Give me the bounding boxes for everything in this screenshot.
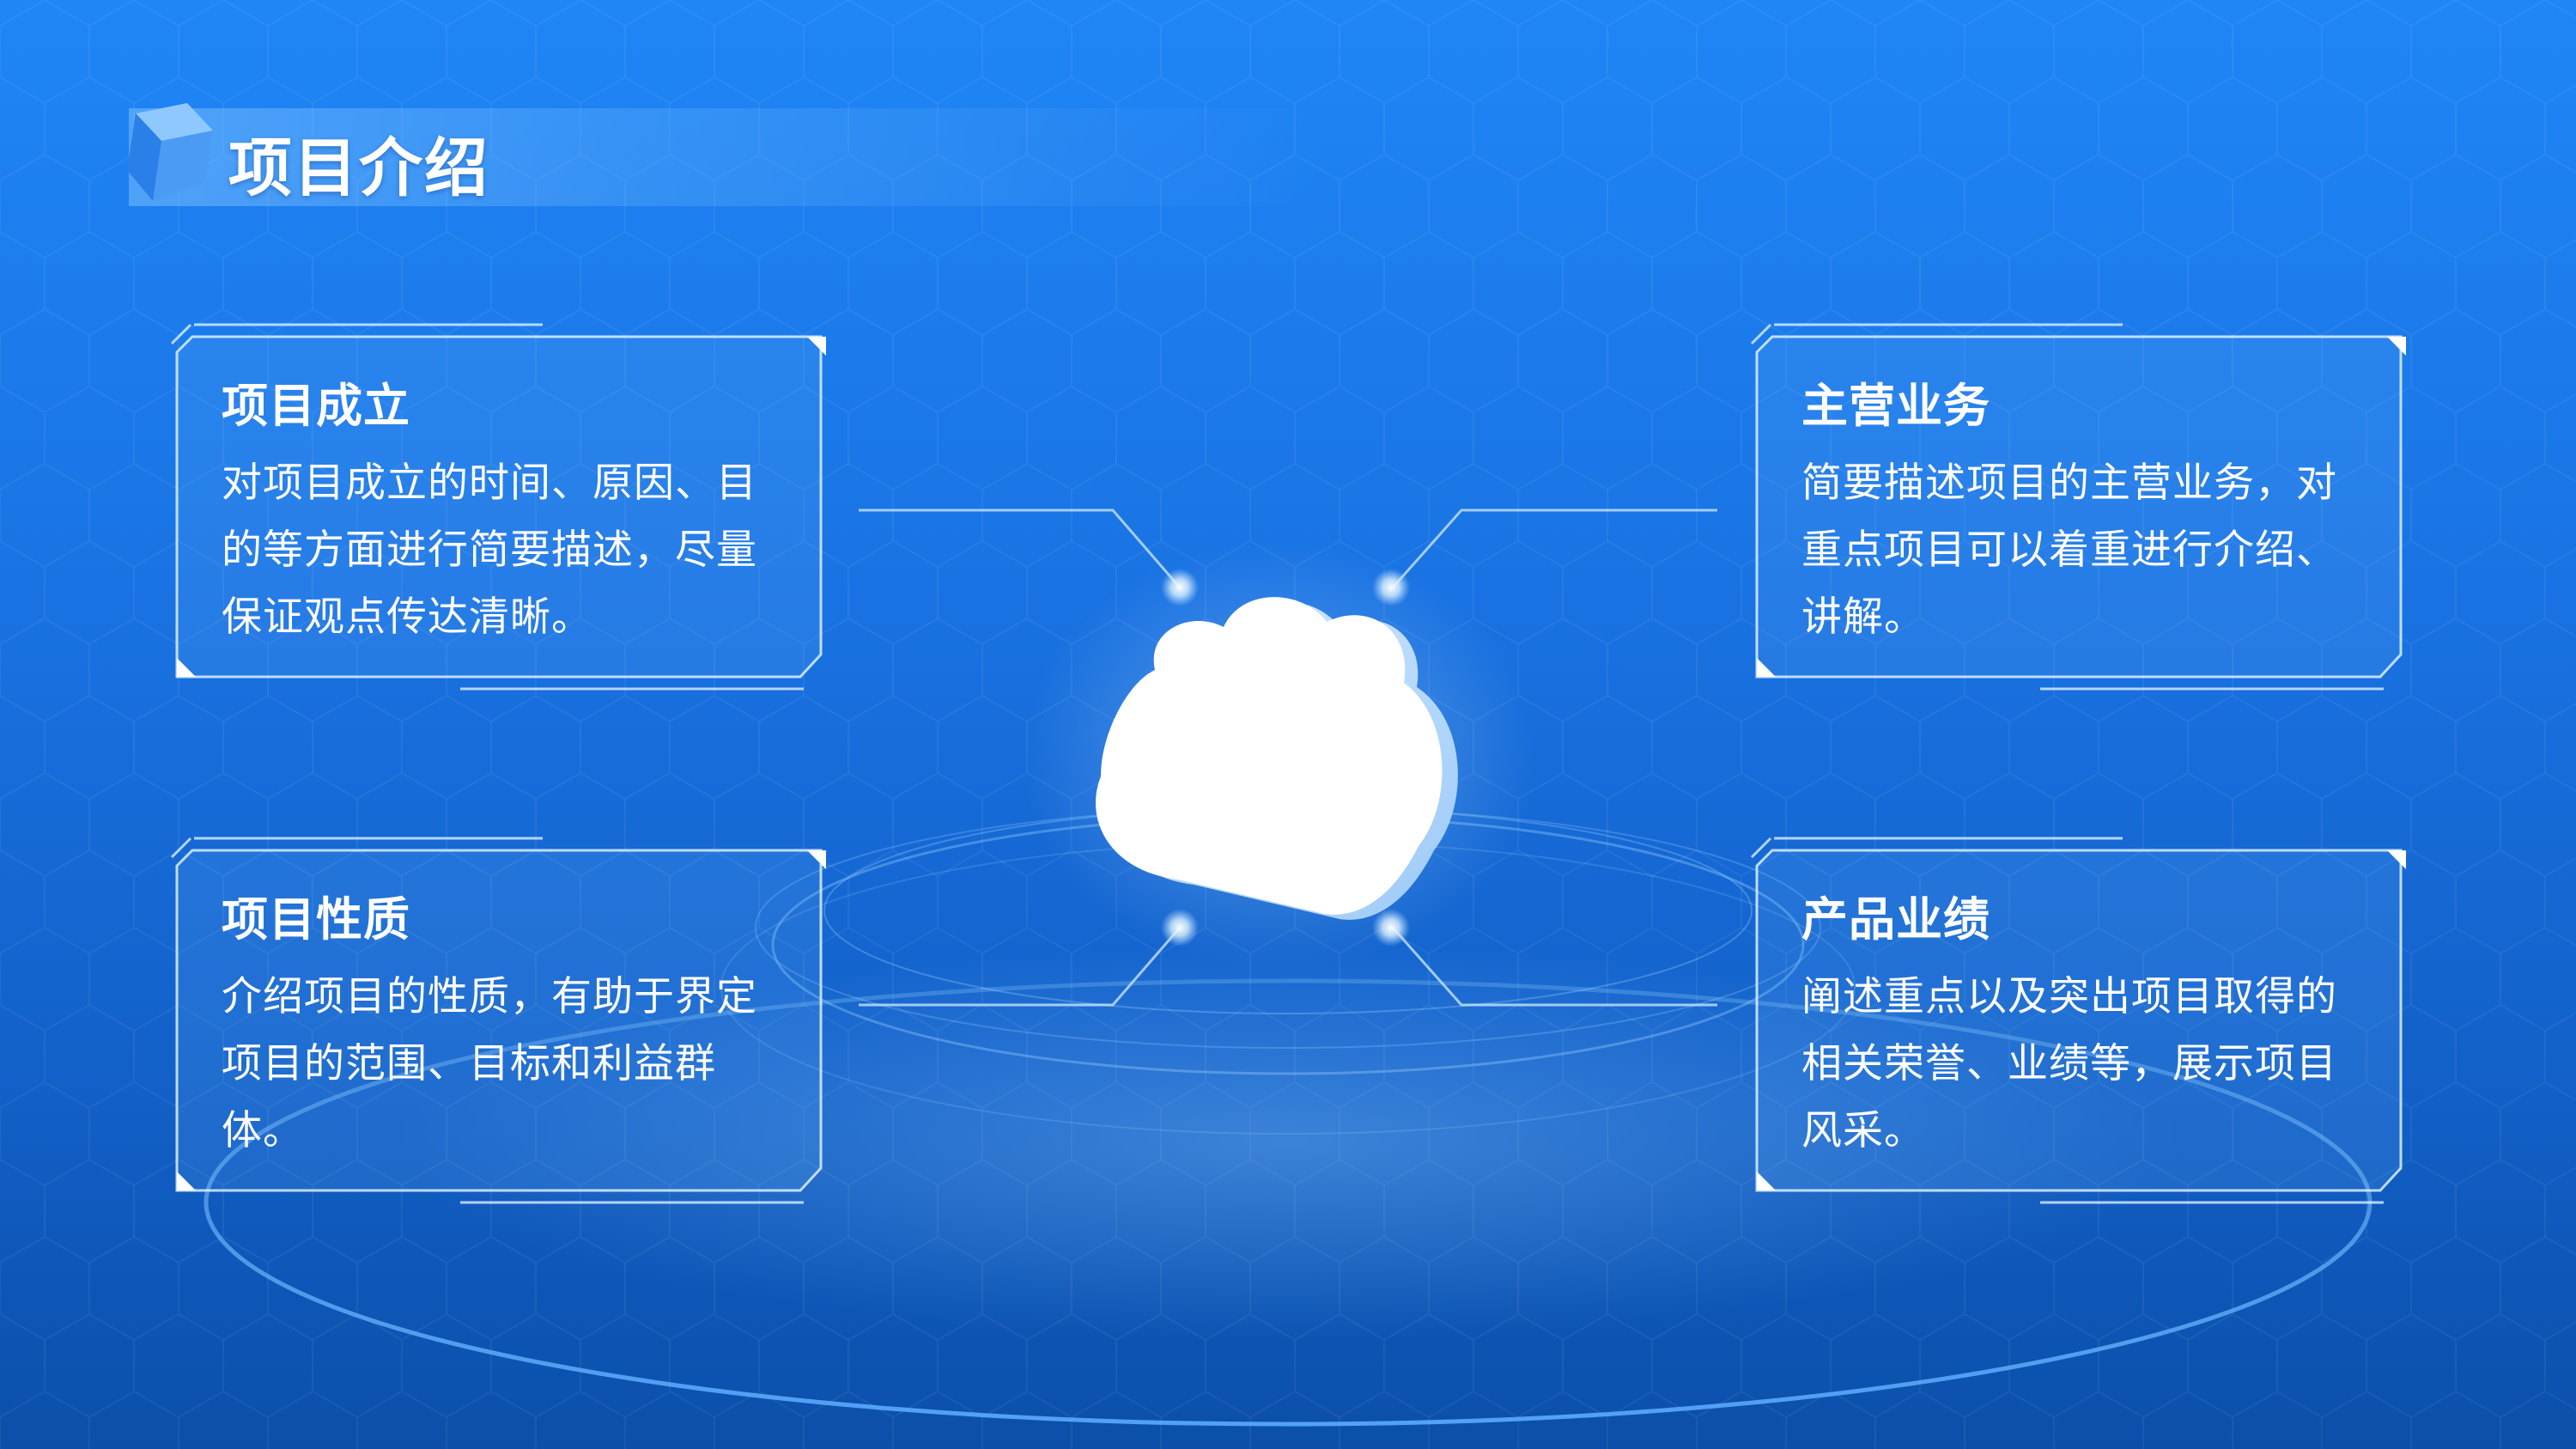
card-frame (170, 323, 826, 691)
card-description: 阐述重点以及突出项目取得的相关荣誉、业绩等，展示项目风采。 (1801, 973, 2337, 1154)
card-title: 产品业绩 (1801, 892, 1990, 947)
card-title: 项目性质 (222, 892, 410, 947)
card-title: 主营业务 (1801, 379, 1990, 433)
cloud-icon (1096, 597, 1458, 920)
page-title: 项目介绍 (228, 131, 489, 205)
card-project-establishment: 项目成立 对项目成立的时间、原因、目的等方面进行简要描述，尽量保证观点传达清晰。 (170, 323, 829, 691)
connector-bottom-right (1391, 927, 1717, 1007)
card-project-nature: 项目性质 介绍项目的性质，有助于界定项目的范围、目标和利益群体。 (170, 837, 829, 1204)
card-title: 项目成立 (222, 379, 410, 433)
platform-glow (395, 945, 2181, 1340)
card-description: 简要描述项目的主营业务，对重点项目可以着重进行介绍、讲解。 (1801, 460, 2337, 641)
card-description: 介绍项目的性质，有助于界定项目的范围、目标和利益群体。 (222, 973, 757, 1154)
card-product-performance: 产品业绩 阐述重点以及突出项目取得的相关荣誉、业绩等，展示项目风采。 (1750, 837, 2409, 1204)
header-cube-icon (127, 103, 213, 201)
connector-bottom-left (859, 927, 1182, 1007)
card-main-business: 主营业务 简要描述项目的主营业务，对重点项目可以着重进行介绍、讲解。 (1750, 323, 2409, 691)
header-bar (129, 108, 1331, 206)
connector-top-right (1391, 508, 1717, 588)
card-frame (170, 837, 826, 1204)
connector-top-left (859, 508, 1182, 588)
card-description: 对项目成立的时间、原因、目的等方面进行简要描述，尽量保证观点传达清晰。 (222, 460, 757, 641)
card-frame (1750, 837, 2406, 1204)
card-frame (1750, 323, 2406, 691)
